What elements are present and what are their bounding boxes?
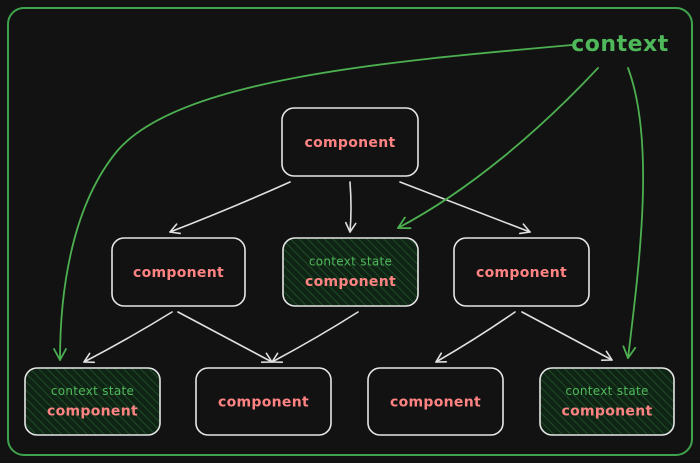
edge-mid-left-to-leaf-1 — [83, 311, 173, 364]
node-box-leaf-3 — [367, 367, 504, 436]
node-box-mid-right — [453, 237, 590, 307]
node-leaf-1: context state component — [24, 367, 161, 436]
context-edge-to-mid-center — [397, 67, 599, 230]
node-label-leaf-4: component — [562, 404, 653, 420]
edge-mid-right-to-leaf-4 — [521, 311, 613, 361]
node-box-leaf-4 — [539, 367, 675, 436]
node-box-leaf-2 — [195, 367, 332, 436]
edge-mid-center-to-leaf-2 — [271, 311, 359, 363]
edge-mid-right-to-leaf-3 — [435, 311, 516, 363]
node-label-leaf-1: component — [47, 404, 138, 420]
context-source-label: context — [571, 32, 668, 57]
node-leaf-3: component — [367, 367, 504, 436]
node-mid-left: component — [111, 237, 246, 307]
node-state-label-mid-center: context state — [309, 255, 392, 269]
node-mid-right: component — [453, 237, 590, 307]
edge-mid-left-to-leaf-2 — [177, 311, 273, 363]
node-box-mid-left — [111, 237, 246, 307]
node-label-mid-center: component — [305, 274, 396, 290]
outer-frame — [7, 7, 693, 456]
nodes-layer: component component context state component… — [24, 107, 675, 436]
node-label-leaf-2: component — [218, 395, 309, 411]
node-box-mid-center — [282, 237, 419, 307]
context-edges-layer — [53, 44, 644, 361]
node-label-mid-right: component — [476, 265, 567, 281]
node-label-root: component — [305, 135, 396, 151]
node-box-root — [281, 107, 419, 177]
edges-layer — [83, 181, 613, 364]
node-state-label-leaf-4: context state — [565, 384, 648, 398]
context-edge-to-leaf-4 — [622, 67, 644, 359]
node-mid-center: context state component — [282, 237, 419, 307]
node-state-label-leaf-1: context state — [51, 384, 134, 398]
edge-root-to-mid-left — [169, 181, 291, 235]
node-label-mid-left: component — [133, 265, 224, 281]
node-leaf-4: context state component — [539, 367, 675, 436]
node-root: component — [281, 107, 419, 177]
node-box-leaf-1 — [24, 367, 161, 436]
context-edge-to-leaf-1 — [53, 44, 573, 361]
node-label-leaf-3: component — [390, 395, 481, 411]
edge-root-to-mid-right — [399, 181, 531, 235]
node-leaf-2: component — [195, 367, 332, 436]
edge-root-to-mid-center — [344, 181, 357, 233]
